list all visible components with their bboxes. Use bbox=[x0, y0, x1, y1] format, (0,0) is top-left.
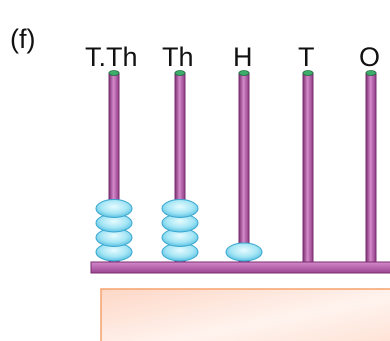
rod-cap-0 bbox=[108, 70, 120, 76]
bead bbox=[225, 242, 263, 262]
bead bbox=[161, 199, 199, 218]
abacus-base bbox=[90, 261, 390, 274]
rod-cap-1 bbox=[174, 70, 186, 76]
answer-box bbox=[100, 288, 390, 341]
beads bbox=[95, 199, 263, 262]
rod-label-o: O bbox=[359, 42, 380, 72]
place-value-labels: T.Th Th H T O bbox=[85, 42, 380, 72]
rod-label-h: H bbox=[233, 42, 253, 72]
rod-label-t: T bbox=[298, 42, 315, 72]
rod-3 bbox=[302, 72, 314, 263]
part-label: (f) bbox=[10, 24, 35, 54]
bead bbox=[95, 199, 133, 218]
rod-label-th: Th bbox=[162, 42, 194, 72]
rod-label-tth: T.Th bbox=[85, 42, 138, 72]
rod-cap-3 bbox=[302, 70, 314, 76]
rods bbox=[108, 70, 377, 263]
rod-2 bbox=[238, 72, 250, 263]
rod-cap-2 bbox=[238, 70, 250, 76]
rod-cap-4 bbox=[365, 70, 377, 76]
rod-4 bbox=[365, 72, 377, 263]
